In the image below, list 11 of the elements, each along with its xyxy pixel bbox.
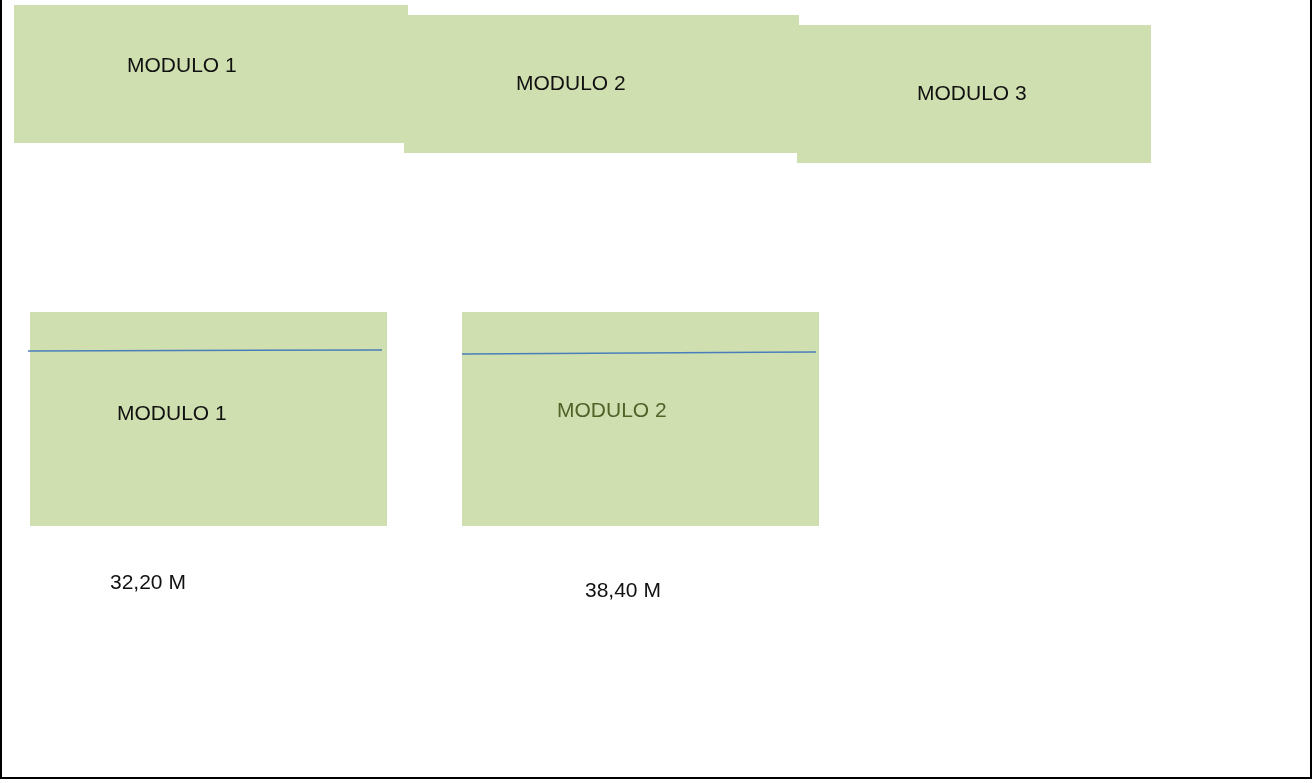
module-box (462, 312, 819, 526)
dimension-text: 38,40 M (585, 578, 661, 602)
module-box (30, 312, 387, 526)
module-label: MODULO 1 (117, 401, 227, 425)
module-label: MODULO 1 (127, 53, 237, 77)
module-box (797, 25, 1151, 163)
module-label: MODULO 2 (516, 71, 626, 95)
module-label: MODULO 2 (557, 398, 667, 422)
module-label: MODULO 3 (917, 81, 1027, 105)
dimension-text: 32,20 M (110, 570, 186, 594)
module-box (14, 5, 408, 143)
